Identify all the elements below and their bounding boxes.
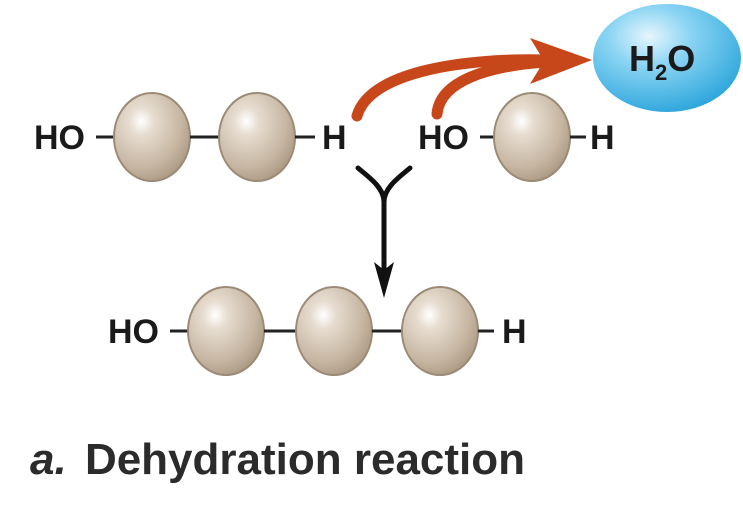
top-right-ho-label: HO [418,119,469,157]
monomer-ball [113,92,191,182]
water-bubble [593,4,741,112]
figure-caption: a. Dehydration reaction [30,435,525,484]
water-o: O [667,38,695,79]
monomer-ball [295,286,373,376]
water-molecule: H2O [593,4,741,112]
water-formula: H2O [629,38,695,85]
monomer-ball [187,286,265,376]
top-left-polymer: HO H [34,92,347,182]
water-removal-arrow [351,38,592,122]
product-ho-label: HO [108,313,159,351]
monomer-ball [218,92,296,182]
product-h-label: H [502,313,527,351]
top-left-h-label: H [322,119,347,157]
product-polymer: HO H [108,286,527,376]
monomer-ball [401,286,479,376]
water-subscript: 2 [655,60,667,85]
caption-text: Dehydration reaction [85,435,525,484]
water-h: H [629,38,655,79]
reaction-arrow [355,165,413,298]
top-right-h-label: H [590,119,615,157]
top-left-ho-label: HO [34,119,85,157]
top-right-monomer: HO H [418,92,615,182]
monomer-ball [493,92,571,182]
caption-letter: a. [30,435,67,484]
